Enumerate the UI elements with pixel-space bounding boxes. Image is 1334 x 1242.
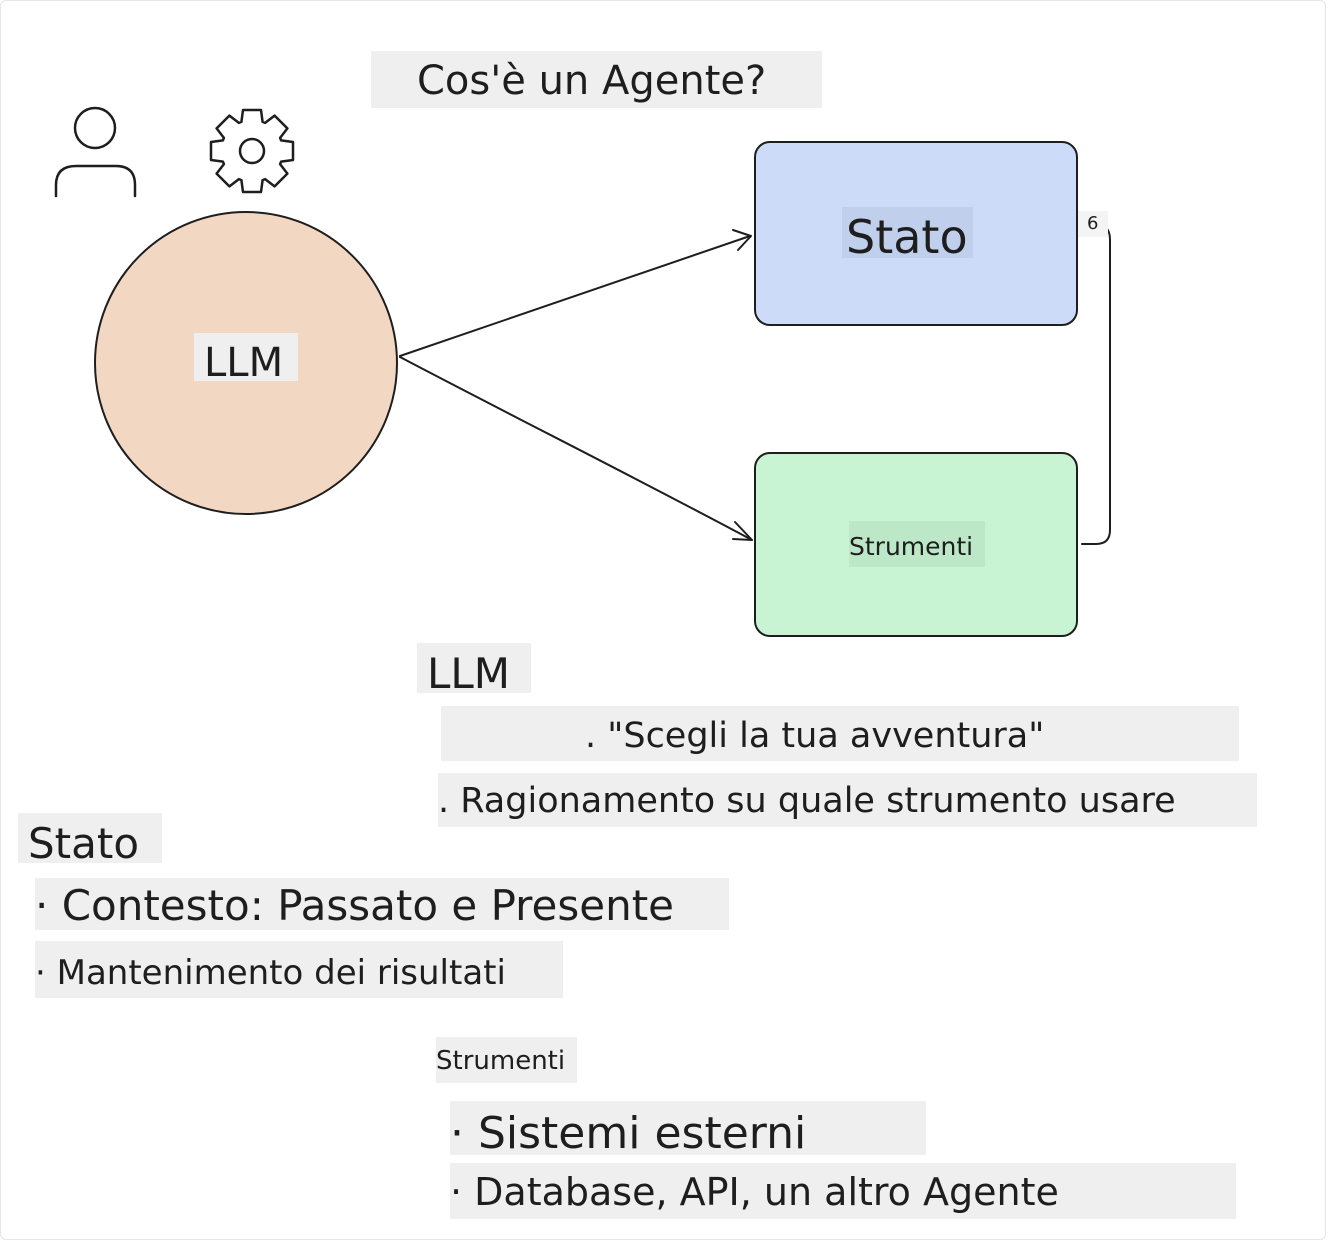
strumenti-section-heading: Strumenti bbox=[436, 1037, 577, 1083]
connector-mark: 6 bbox=[1078, 211, 1108, 237]
arrow-llm-to-strumenti bbox=[399, 356, 753, 541]
llm-item-1: . "Scegli la tua avventura" bbox=[441, 706, 1239, 761]
strumenti-item-1: · Sistemi esterni bbox=[450, 1101, 926, 1156]
stato-item-1: · Contesto: Passato e Presente bbox=[35, 878, 729, 930]
gear-icon bbox=[209, 108, 295, 194]
stato-section-heading: Stato bbox=[18, 813, 162, 865]
llm-section-heading: LLM bbox=[417, 643, 531, 695]
connector-stato-strumenti bbox=[1081, 224, 1111, 545]
diagram-title: Cos'è un Agente? bbox=[371, 51, 822, 108]
stato-node-label: Stato bbox=[842, 207, 973, 260]
arrow-llm-to-stato bbox=[399, 229, 752, 357]
llm-item-2: . Ragionamento su quale strumento usare bbox=[438, 773, 1257, 827]
stato-item-2: · Mantenimento dei risultati bbox=[35, 941, 563, 998]
strumenti-node-label: Strumenti bbox=[849, 521, 985, 567]
llm-node-label: LLM bbox=[194, 333, 298, 383]
person-icon bbox=[54, 106, 137, 198]
strumenti-item-2: · Database, API, un altro Agente bbox=[450, 1163, 1236, 1219]
